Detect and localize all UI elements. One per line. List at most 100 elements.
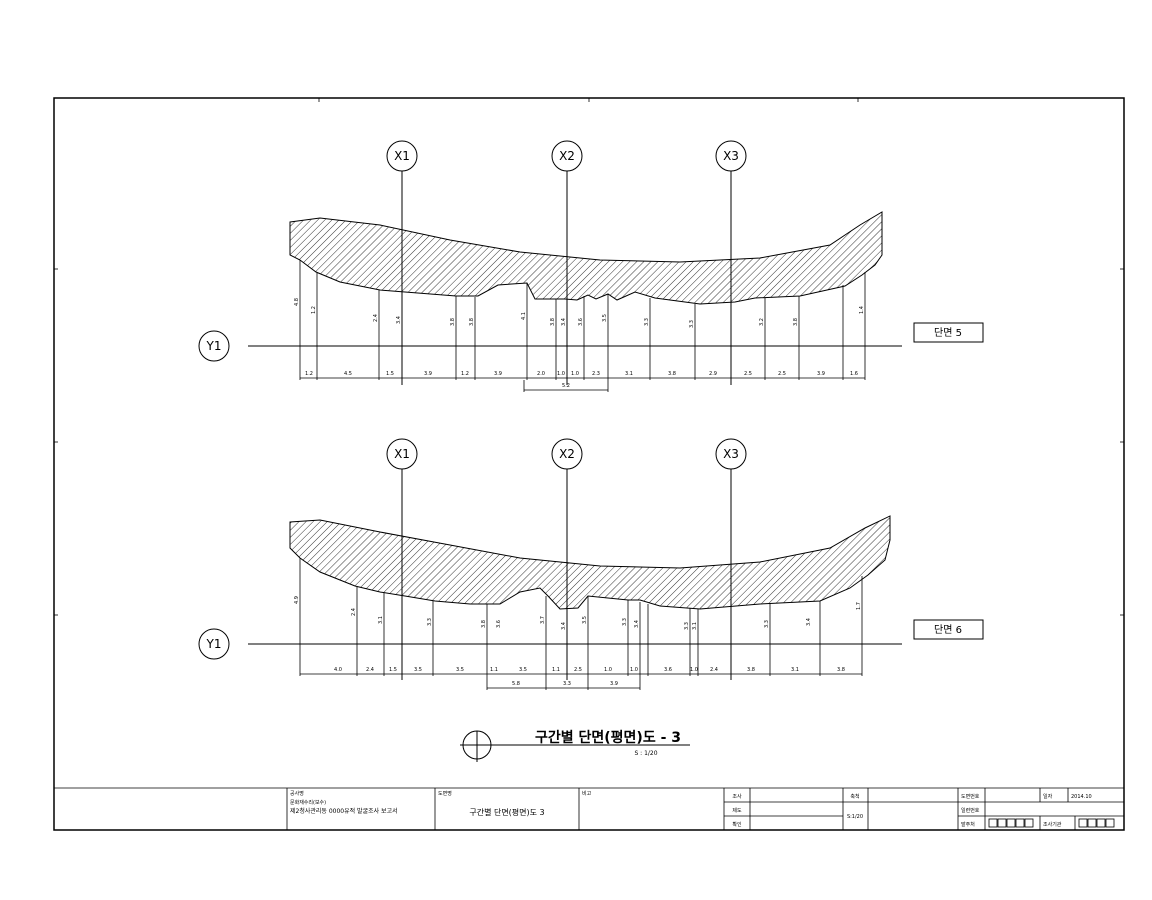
dimension-label: 1.6 [850,371,858,377]
dimension-label: 1.0 [557,371,565,377]
dimension-label: 3.8 [668,371,676,377]
height-label: 3.8 [469,318,475,326]
drawing-title-block: 구간별 단면(평면)도 - 3 S : 1/20 [460,729,690,762]
height-label: 3.5 [582,616,588,624]
dimension-label: 2.5 [574,667,582,673]
height-label: 3.5 [602,314,608,322]
section-b-hatched-ceiling [289,515,891,610]
section-a: X1 X2 X3 Y1 [198,140,984,392]
date-label: 일자 [1043,793,1053,800]
section-a-grid-x1: X1 [386,140,418,385]
dimension-label: 2.4 [710,667,718,673]
dimension-label: 3.3 [563,681,571,687]
sheet-border [53,97,1125,831]
section-b-height-lines [299,558,863,676]
dimension-label: 1.0 [571,371,579,377]
date-value: 2014.10 [1071,794,1092,800]
dimension-label: 1.0 [630,667,638,673]
section-a-grid-x3: X3 [715,140,747,385]
dimension-label: 1.1 [490,667,498,673]
height-label: 1.7 [856,602,862,610]
height-label: 3.1 [378,616,384,624]
height-label: 1.2 [311,306,317,314]
dimension-label: 2.4 [366,667,374,673]
office-label: 발주처 [961,821,975,828]
dimension-label: 3.8 [837,667,845,673]
drawing-title: 구간별 단면(평면)도 - 3 [535,729,681,746]
height-label: 3.2 [759,318,765,326]
project-label: 공사명 [290,790,304,797]
height-label: 3.6 [578,318,584,326]
grid-label-x1: X1 [394,149,410,163]
section-a-tag: 단면 5 [913,322,984,343]
dimension-label: 1.0 [604,667,612,673]
height-label: 4.9 [294,596,300,604]
section-b-grid-x1: X1 [386,438,418,680]
height-label: 1.4 [859,306,865,314]
dimension-label: 5.8 [512,681,520,687]
dimension-label: 3.8 [747,667,755,673]
dimension-label: 1.1 [552,667,560,673]
frame-ticks [54,98,1124,616]
scale-value: S:1/20 [847,814,863,820]
contractor-label: 조사기관 [1043,821,1062,828]
grid-label-x2: X2 [559,149,575,163]
height-label: 3.1 [692,622,698,630]
dimension-label: 4.0 [334,667,342,673]
grid-label-x1: X1 [394,447,410,461]
height-label: 4.8 [294,298,300,306]
dimension-label: 3.9 [424,371,432,377]
section-b-dimension-line [300,673,862,690]
section-a-grid-y1: Y1 [198,330,902,362]
dimension-label: 3.5 [519,667,527,673]
dimension-label: 3.9 [817,371,825,377]
dimension-label: 2.5 [744,371,752,377]
section-a-hatched-ceiling [289,211,883,305]
dimension-label: 2.3 [592,371,600,377]
height-label: 3.3 [689,320,695,328]
height-label: 2.4 [373,314,379,322]
scale-label: 축척 [850,793,859,800]
dimension-label: 3.5 [456,667,464,673]
dimension-label: 1.5 [389,667,397,673]
section-a-height-labels: 4.8 1.2 2.4 3.4 3.8 3.8 4.1 3.8 3.4 3.6 … [294,298,865,328]
dimension-label: 1.0 [690,667,698,673]
dimension-label: 3.9 [494,371,502,377]
height-label: 3.4 [806,618,812,626]
serial-label: 일련번호 [961,807,980,814]
height-label: 3.8 [481,620,487,628]
section-a-grid-x2: X2 [551,140,583,385]
dimension-label: 4.5 [344,371,352,377]
height-label: 3.3 [644,318,650,326]
project-line1: 문화재수리(보수) [290,799,326,806]
grid-label-x3: X3 [723,149,739,163]
height-label: 4.1 [521,312,527,320]
height-label: 3.7 [540,616,546,624]
grid-label-x2: X2 [559,447,575,461]
grid-label-x3: X3 [723,447,739,461]
height-label: 3.3 [427,618,433,626]
dimension-label: 2.9 [709,371,717,377]
height-label: 3.4 [561,622,567,630]
section-b-tag: 단면 6 [913,619,984,640]
height-label: 3.8 [550,318,556,326]
dimension-label: 1.2 [305,371,313,377]
height-label: 2.4 [351,608,357,616]
height-label: 3.3 [764,620,770,628]
section-a-height-lines [299,260,866,380]
title-block-text: 공사명 문화재수리(보수) 제2청사관리동 0000유적 발굴조사 보고서 도면… [290,790,1092,828]
dimension-label: 3.6 [664,667,672,673]
title-block [54,787,1124,830]
drawing-scale: S : 1/20 [634,750,657,757]
dimension-label: 3.9 [610,681,618,687]
section-tag-label: 단면 6 [934,624,962,636]
dimension-label: 2.0 [537,371,545,377]
section-a-dimension-labels: 1.2 4.5 1.5 3.9 1.2 3.9 2.0 1.0 1.0 2.3 … [305,371,858,389]
section-a-dimension-line [300,377,865,392]
height-label: 3.8 [793,318,799,326]
height-label: 3.4 [396,316,402,324]
section-b-grid-x3: X3 [715,438,747,680]
section-b: X1 X2 X3 Y1 [198,438,984,690]
section-b-grid-x2: X2 [551,438,583,680]
